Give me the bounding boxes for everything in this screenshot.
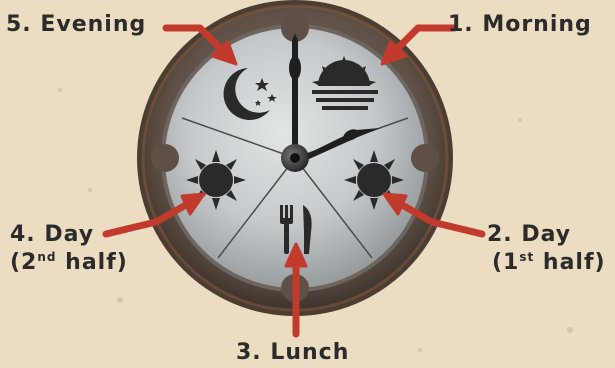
fork-knife-icon bbox=[280, 205, 312, 254]
label-day-second-half: (2nd half) bbox=[10, 250, 128, 275]
label-evening: 5. Evening bbox=[6, 12, 147, 37]
label-lunch: 3. Lunch bbox=[236, 340, 350, 365]
paper-texture bbox=[58, 88, 573, 352]
label-morning: 1. Morning bbox=[448, 12, 592, 37]
label-day-first-half: (1st half) bbox=[492, 250, 606, 275]
sunrise-icon bbox=[312, 56, 378, 110]
clock-hub bbox=[281, 144, 309, 172]
moon-stars-icon bbox=[223, 68, 277, 120]
arrow-lunch bbox=[284, 242, 308, 338]
arrow-evening bbox=[162, 24, 238, 66]
label-day-first: 2. Day bbox=[487, 222, 572, 247]
clock-hands bbox=[289, 34, 380, 164]
arrow-day-second bbox=[102, 192, 206, 238]
sun-icon-day-first bbox=[344, 150, 404, 210]
label-day-second: 4. Day bbox=[10, 222, 95, 247]
hour-hand bbox=[292, 34, 298, 158]
arrow-morning bbox=[380, 24, 458, 66]
arrows bbox=[102, 24, 486, 338]
arrow-day-first bbox=[382, 192, 486, 238]
minute-hand bbox=[295, 128, 380, 164]
